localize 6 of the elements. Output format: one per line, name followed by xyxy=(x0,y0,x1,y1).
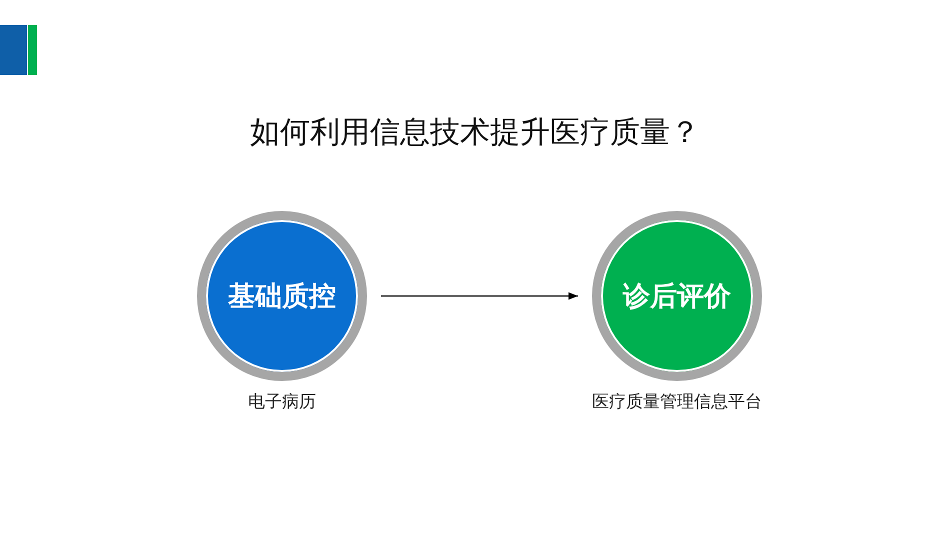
node-label: 电子病历 xyxy=(248,391,316,413)
arrow xyxy=(381,292,578,300)
node-label: 诊后评价 xyxy=(623,280,731,314)
node-label: 医疗质量管理信息平台 xyxy=(592,391,762,413)
node-label: 基础质控 xyxy=(228,280,336,314)
title: 如何利用信息技术提升医疗质量？ xyxy=(250,115,700,150)
